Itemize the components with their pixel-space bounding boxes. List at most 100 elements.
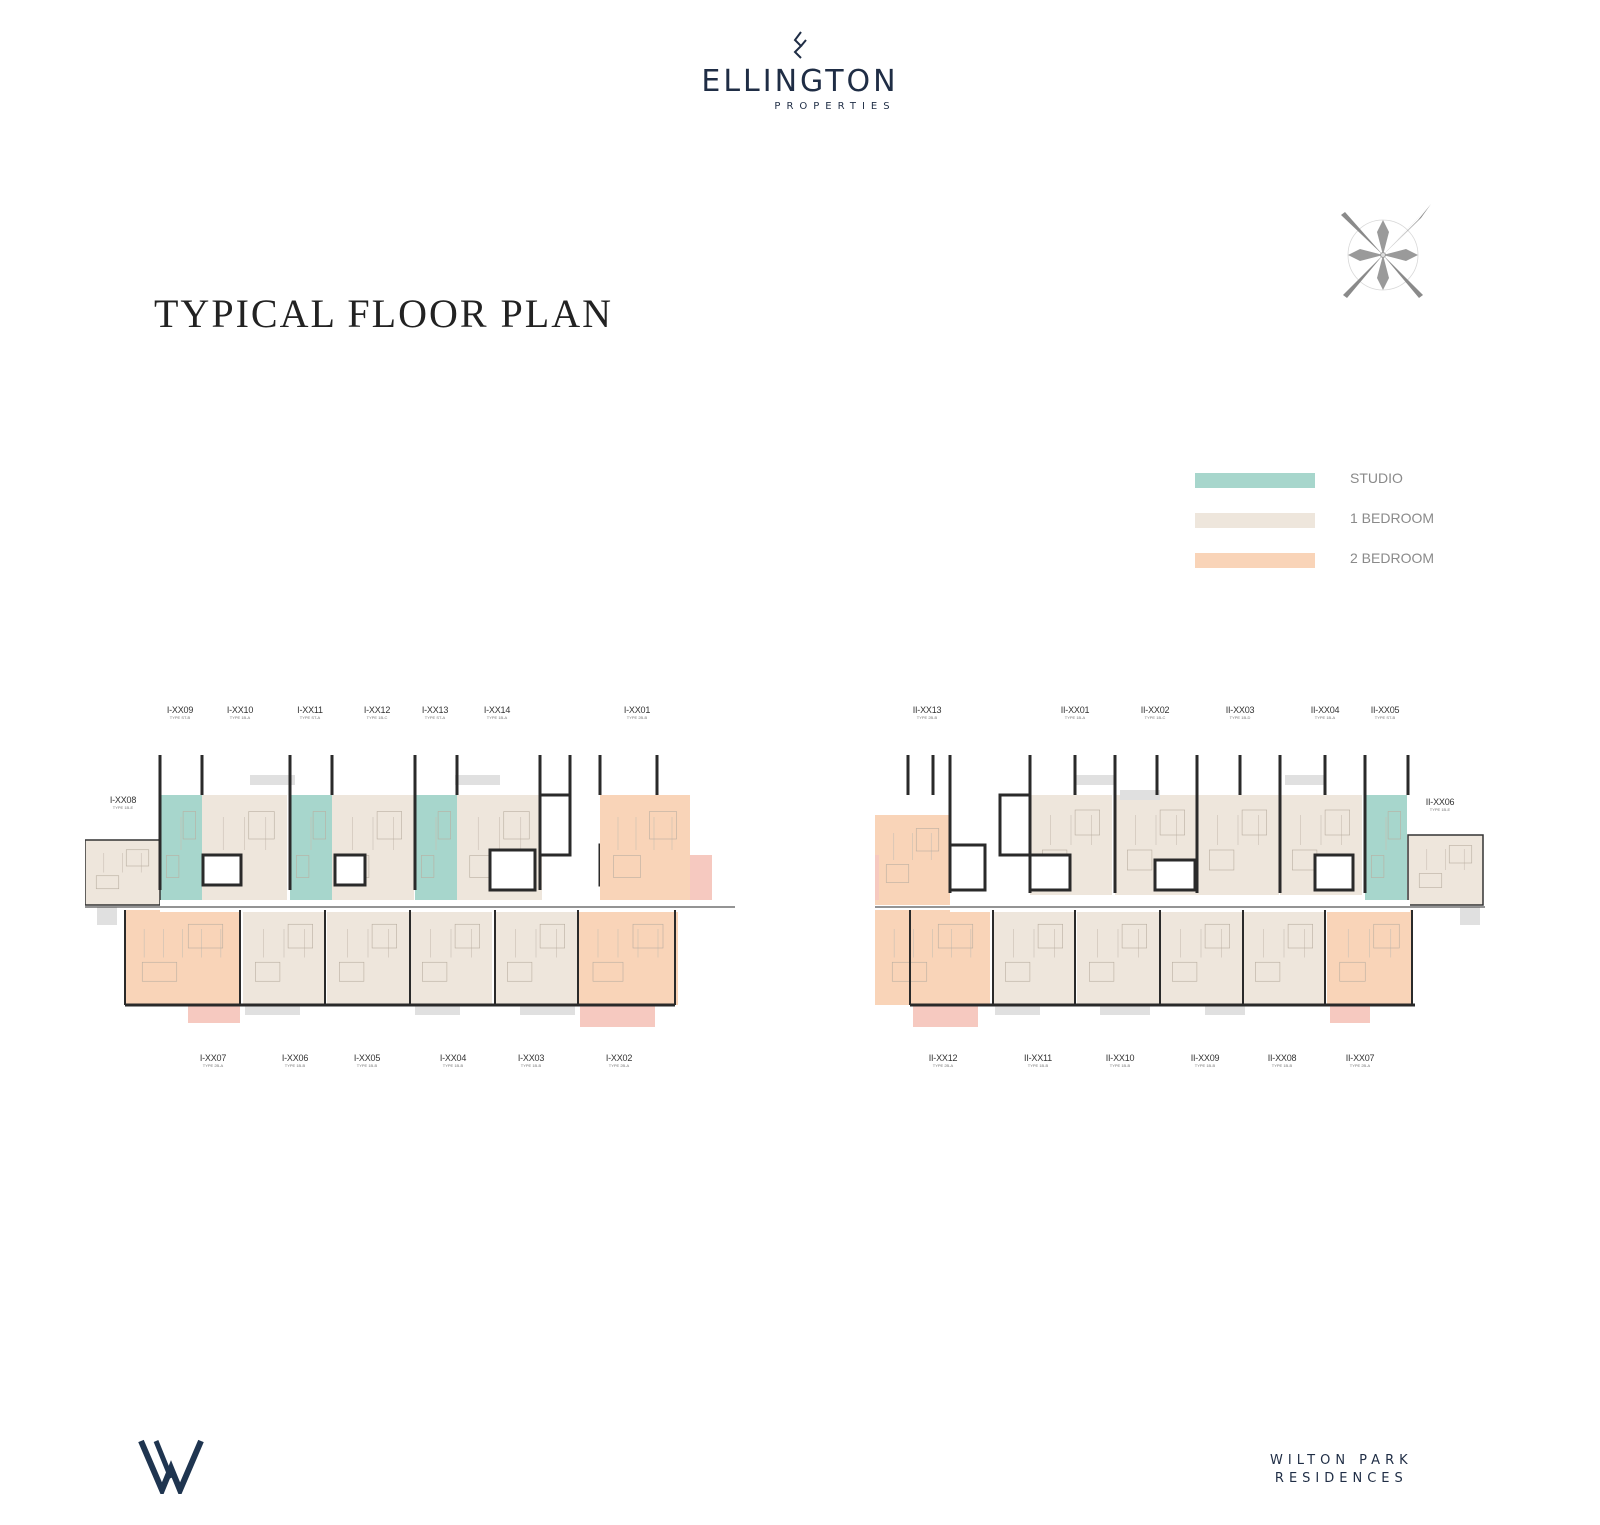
furniture [506,961,533,982]
furniture [1373,923,1400,949]
furniture [503,811,530,840]
ellington-mark-icon [793,31,807,59]
unit-type: TYPE 1B-E [1429,807,1451,812]
unit-number: II-XX09 [1190,1053,1220,1063]
unit-type: TYPE ST-B [169,715,191,720]
balcony [97,907,117,925]
legend-swatch [1195,473,1315,488]
furniture [287,923,314,949]
core [488,848,537,892]
unit-number: I-XX02 [605,1053,633,1063]
balcony [1205,1005,1245,1015]
furniture [187,923,224,949]
core [1028,853,1072,892]
furniture [339,961,365,982]
unit-type: TYPE 2B-A [608,1063,630,1068]
furniture [1418,873,1443,888]
unit-number: II-XX01 [1060,705,1090,715]
residence-name: WILTON PARK RESIDENCES [1270,1452,1413,1488]
furniture [1287,923,1314,949]
unit-type: TYPE 1B-B [1271,1063,1293,1068]
furniture [166,855,180,878]
furniture [1159,809,1186,836]
unit-type: TYPE 2B-A [202,1063,224,1068]
core [538,793,572,857]
furniture [539,923,566,949]
furniture [1204,923,1231,949]
floor-plan-drawing [85,755,735,1027]
unit-number: I-XX07 [199,1053,227,1063]
corridor [160,900,690,912]
unit-type: TYPE ST-B [1374,715,1396,720]
furniture [632,923,664,949]
unit-number: I-XX05 [353,1053,381,1063]
unit-number: I-XX06 [281,1053,309,1063]
furniture [937,923,974,949]
balcony [1120,790,1160,800]
unit-number: I-XX10 [226,705,254,715]
brand-name: ELLINGTON [701,64,899,99]
unit-type: TYPE 1B-E [112,805,134,810]
furniture [1370,855,1385,878]
unit-number: II-XX02 [1140,705,1170,715]
unit-type: TYPE 1B-B [1109,1063,1131,1068]
unit-type: TYPE 1B-A [1064,715,1086,720]
furniture [1005,961,1031,982]
unit-type: TYPE 1B-B [520,1063,542,1068]
furniture [915,828,940,852]
balcony [455,775,500,785]
furniture [141,961,178,982]
unit-number: I-XX04 [439,1053,467,1063]
unit-number: II-XX12 [928,1053,958,1063]
furniture [1127,849,1153,871]
unit-area [600,795,690,905]
furniture [1074,809,1101,836]
unit-number: I-XX12 [363,705,391,715]
unit-type: TYPE 2B-A [1349,1063,1371,1068]
furniture [296,855,310,878]
furniture [1037,923,1064,949]
unit-type: TYPE ST-A [424,715,446,720]
unit-number: I-XX03 [517,1053,545,1063]
unit-type: TYPE 1B-B [284,1063,306,1068]
core [201,853,243,887]
balcony [995,1005,1040,1015]
furniture [421,961,448,982]
legend-swatch [1195,513,1315,528]
residence-line-1: WILTON PARK [1270,1453,1413,1468]
furniture [1208,849,1235,871]
unit-number: I-XX14 [483,705,511,715]
furniture [1089,961,1115,982]
balcony [250,775,295,785]
furniture [649,811,677,840]
legend-label: STUDIO [1350,470,1403,486]
core [998,793,1032,857]
furniture [125,849,150,867]
core [948,843,987,892]
unit-type: TYPE 2B-B [916,715,938,720]
core [1153,858,1197,892]
furniture [1171,961,1198,982]
unit-number: II-XX13 [912,705,942,715]
balcony [913,1005,978,1027]
unit-number: II-XX04 [1310,705,1340,715]
